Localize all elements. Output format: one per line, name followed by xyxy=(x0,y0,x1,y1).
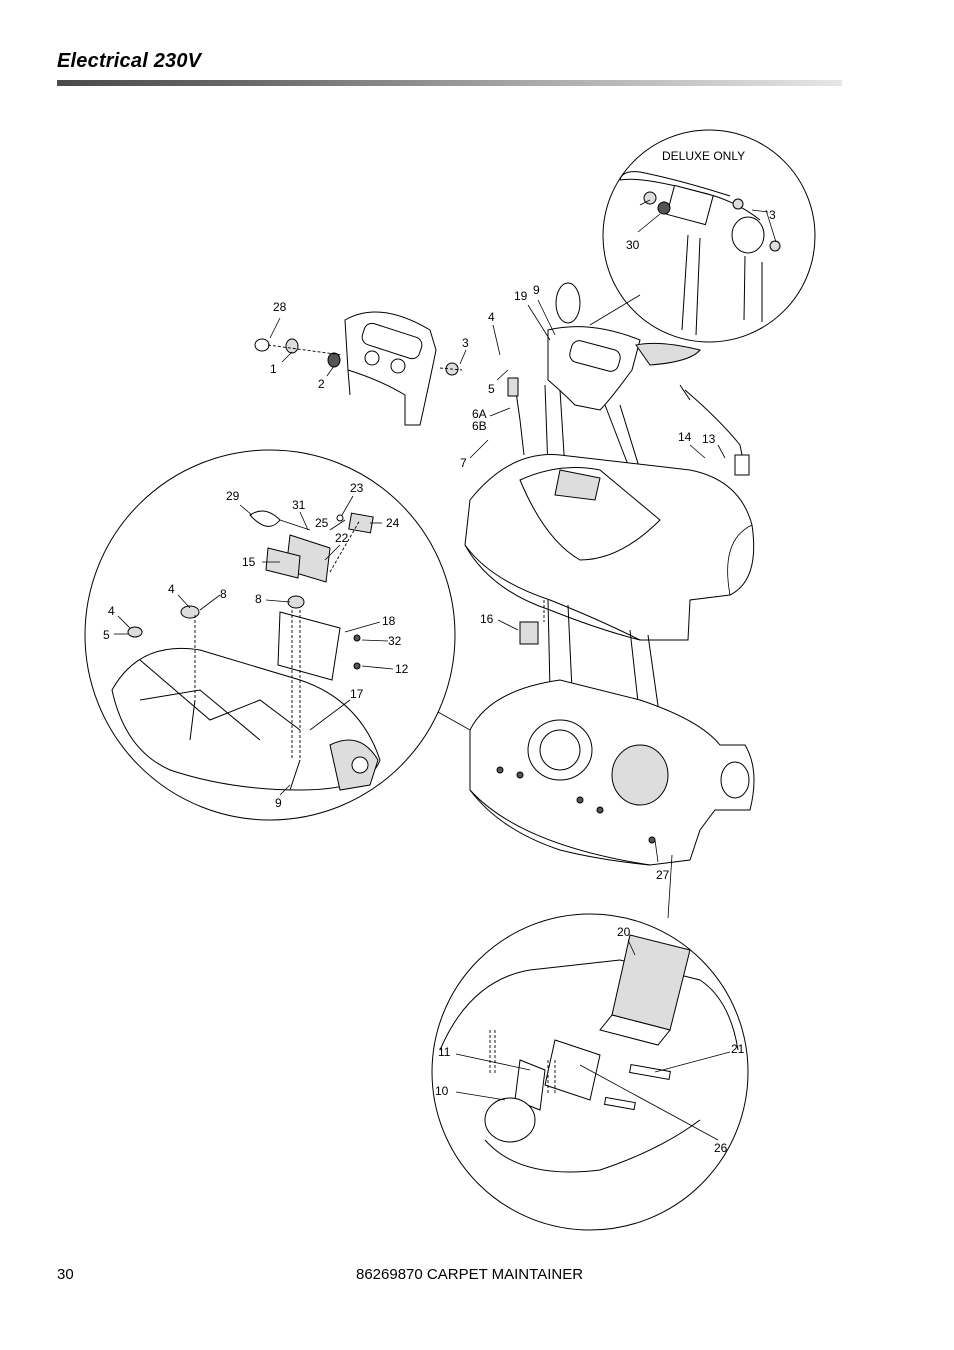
callout-6a: 6A xyxy=(472,407,487,421)
callout-31: 31 xyxy=(292,498,306,512)
title-rule xyxy=(57,80,842,86)
callout-2: 2 xyxy=(318,377,325,391)
inset-note: DELUXE ONLY xyxy=(662,149,745,163)
callout-17: 17 xyxy=(350,687,364,701)
callout-18: 18 xyxy=(382,614,396,628)
callout-25: 25 xyxy=(315,516,329,530)
callout-9-left: 9 xyxy=(275,796,282,810)
deluxe-inset xyxy=(602,129,816,343)
callout-8-left-a: 8 xyxy=(220,587,227,601)
callout-4-left-a: 4 xyxy=(168,582,175,596)
document-title: 86269870 CARPET MAINTAINER xyxy=(356,1266,584,1283)
callout-20: 20 xyxy=(617,925,631,939)
callout-9: 9 xyxy=(533,283,540,297)
callout-4-left-b: 4 xyxy=(108,604,115,618)
left-inset xyxy=(84,449,456,821)
callout-11: 11 xyxy=(438,1045,451,1059)
leader-lines xyxy=(114,199,777,1141)
callout-13: 13 xyxy=(702,432,716,446)
callout-7: 7 xyxy=(460,456,467,470)
callout-4: 4 xyxy=(488,310,495,324)
callout-5-left: 5 xyxy=(103,628,110,642)
callout-1: 1 xyxy=(270,362,277,376)
callout-15: 15 xyxy=(242,555,256,569)
callout-8-left-b: 8 xyxy=(255,592,262,606)
left-control-panel xyxy=(254,311,463,426)
callout-14: 14 xyxy=(678,430,692,444)
callout-32: 32 xyxy=(388,634,402,648)
callout-3-inset: 3 xyxy=(769,208,776,222)
callout-27: 27 xyxy=(656,868,670,882)
page-number: 30 xyxy=(57,1266,74,1283)
callout-30: 30 xyxy=(626,238,640,252)
callout-6b: 6B xyxy=(472,419,487,433)
callout-26: 26 xyxy=(714,1141,728,1155)
callout-21: 21 xyxy=(731,1042,745,1056)
callout-23: 23 xyxy=(350,481,364,495)
page-title: Electrical 230V xyxy=(57,50,202,72)
callout-29: 29 xyxy=(226,489,240,503)
callout-28: 28 xyxy=(273,300,287,314)
callout-19: 19 xyxy=(514,289,528,303)
machine-body xyxy=(464,282,755,866)
callout-24: 24 xyxy=(386,516,400,530)
callout-16: 16 xyxy=(480,612,494,626)
callout-10: 10 xyxy=(435,1084,449,1098)
callout-22: 22 xyxy=(335,531,349,545)
callout-12: 12 xyxy=(395,662,409,676)
bottom-inset xyxy=(431,913,749,1231)
callout-3: 3 xyxy=(462,336,469,350)
callout-5: 5 xyxy=(488,382,495,396)
